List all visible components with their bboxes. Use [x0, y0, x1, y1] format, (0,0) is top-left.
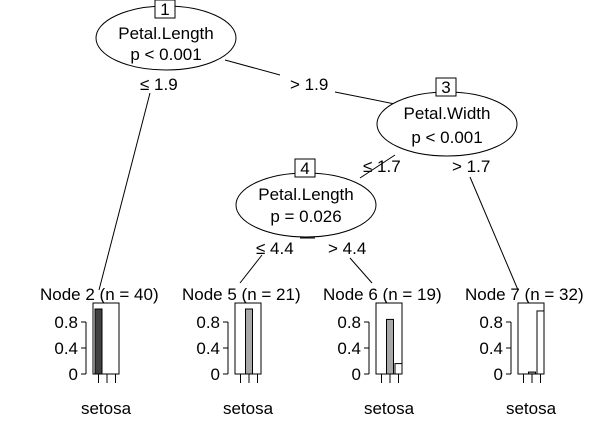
node-id-box	[154, 0, 176, 19]
y-tick-label: 0.4	[479, 339, 503, 358]
y-tick-label: 0	[494, 365, 503, 384]
node-ellipse	[235, 172, 377, 238]
edges	[98, 59, 519, 291]
edge-line-1-3	[224, 59, 281, 76]
edge-label-1-3: > 1.9	[290, 75, 328, 94]
y-tick-label: 0	[211, 365, 220, 384]
y-tick-label: 0.8	[337, 313, 361, 332]
terminal-title: Node 2 (n = 40)	[40, 285, 159, 304]
inner-node-4: 4 Petal.Length p = 0.026	[235, 158, 377, 238]
bar	[94, 308, 103, 375]
node-variable: Petal.Length	[258, 185, 353, 204]
inner-node-3: 3 Petal.Width p < 0.001	[376, 77, 518, 157]
terminal-title: Node 5 (n = 21)	[182, 285, 301, 304]
node-id-box	[294, 158, 316, 178]
node-pvalue: p < 0.001	[411, 128, 482, 147]
node-variable: Petal.Width	[404, 104, 491, 123]
node-variable: Petal.Length	[118, 24, 213, 43]
bar	[245, 308, 253, 375]
node-id-box	[435, 77, 457, 97]
edge-label-3-7: > 1.7	[452, 157, 490, 176]
y-tick-label: 0	[352, 365, 361, 384]
bar	[536, 310, 545, 375]
edge-label-1-2: ≤ 1.9	[140, 75, 178, 94]
y-tick-label: 0	[69, 365, 78, 384]
x-class-label: setosa	[223, 399, 274, 418]
terminal-title: Node 7 (n = 32)	[465, 285, 584, 304]
y-tick-label: 0.4	[337, 339, 361, 358]
x-class-label: setosa	[81, 399, 132, 418]
x-class-label: setosa	[506, 399, 557, 418]
edge-label-4-5: ≤ 4.4	[256, 239, 294, 258]
node-id: 1	[160, 0, 169, 19]
edge-line-4-6	[349, 257, 373, 284]
node-pvalue: p = 0.026	[270, 207, 341, 226]
y-tick-label: 0.4	[54, 339, 78, 358]
y-tick-label: 0.8	[54, 313, 78, 332]
node-id: 4	[300, 159, 309, 178]
terminal-title: Node 6 (n = 19)	[323, 285, 442, 304]
node-id: 3	[441, 78, 450, 97]
inner-node-1: 1 Petal.Length p < 0.001	[95, 0, 237, 71]
y-tick-label: 0.8	[196, 313, 220, 332]
edge-line-1-3b	[334, 91, 401, 106]
edge-line-3-7	[469, 176, 519, 291]
y-tick-label: 0.4	[196, 339, 220, 358]
node-pvalue: p < 0.001	[130, 45, 201, 64]
edge-label-4-6: > 4.4	[328, 239, 366, 258]
edge-line-3-4	[359, 154, 396, 179]
bar	[394, 363, 403, 375]
edge-line-4-5	[239, 254, 263, 284]
bar	[386, 318, 394, 375]
y-tick-label: 0.8	[479, 313, 503, 332]
edge-line-1-2	[98, 92, 151, 291]
edge-label-3-4: ≤ 1.7	[363, 157, 401, 176]
x-class-label: setosa	[364, 399, 415, 418]
bar	[528, 371, 536, 375]
